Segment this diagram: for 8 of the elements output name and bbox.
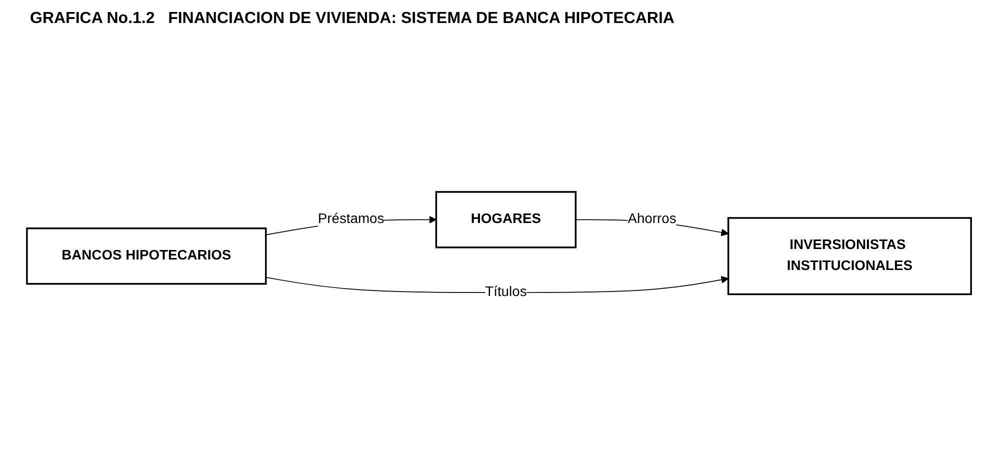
node-box: BANCOS HIPOTECARIOS xyxy=(26,228,267,285)
node-box: INVERSIONISTAS INSTITUCIONALES xyxy=(727,217,972,296)
arrow xyxy=(265,276,729,294)
edge-label: Préstamos xyxy=(318,212,384,227)
node-box: HOGARES xyxy=(435,191,577,248)
diagram-title: GRAFICA No.1.2 FINANCIACION DE VIVIENDA: SISTEMA DE BANCA HIPOTECARIA xyxy=(30,10,674,28)
edge-label: Títulos xyxy=(485,284,527,300)
edge-label: Ahorros xyxy=(628,212,676,227)
